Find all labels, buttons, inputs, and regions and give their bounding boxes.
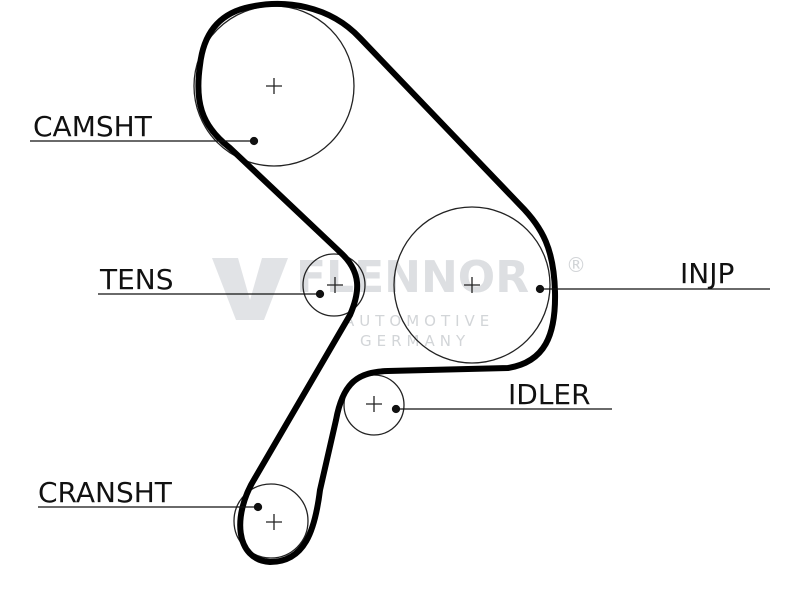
- watermark-line-germany: GERMANY: [360, 332, 470, 350]
- camsht-label: CAMSHT: [33, 110, 153, 143]
- idler-center-mark: [366, 396, 382, 412]
- injp-label: INJP: [680, 257, 734, 290]
- camsht-leader-dot: [249, 136, 259, 146]
- camshaft-center-mark: [266, 78, 282, 94]
- pulley-centers: [266, 78, 480, 530]
- crankshaft-center-mark: [266, 514, 282, 530]
- crankshaft-pulley: [233, 483, 309, 559]
- cransht-leader-dot: [253, 502, 263, 512]
- injection-pump-center-mark: [464, 277, 480, 293]
- injp-leader-dot: [535, 284, 545, 294]
- watermark-registered: ®: [566, 253, 586, 277]
- watermark-emblem: [212, 258, 288, 320]
- watermark-line-automotive: AUTOMOTIVE: [344, 312, 494, 330]
- timing-belt: [195, 0, 559, 565]
- cransht-label: CRANSHT: [38, 476, 173, 509]
- tensioner-center-mark: [327, 277, 343, 293]
- idler-label: IDLER: [508, 378, 591, 411]
- tensioner-pulley: [302, 253, 366, 317]
- watermark-brand: FLENNOR: [296, 252, 529, 303]
- tens-label: TENS: [99, 263, 174, 296]
- idler-leader-dot: [391, 404, 401, 414]
- injection-pump-pulley: [393, 206, 551, 364]
- tens-leader-dot: [315, 289, 325, 299]
- watermark-logo: FLENNOR ® AUTOMOTIVE GERMANY: [212, 252, 586, 350]
